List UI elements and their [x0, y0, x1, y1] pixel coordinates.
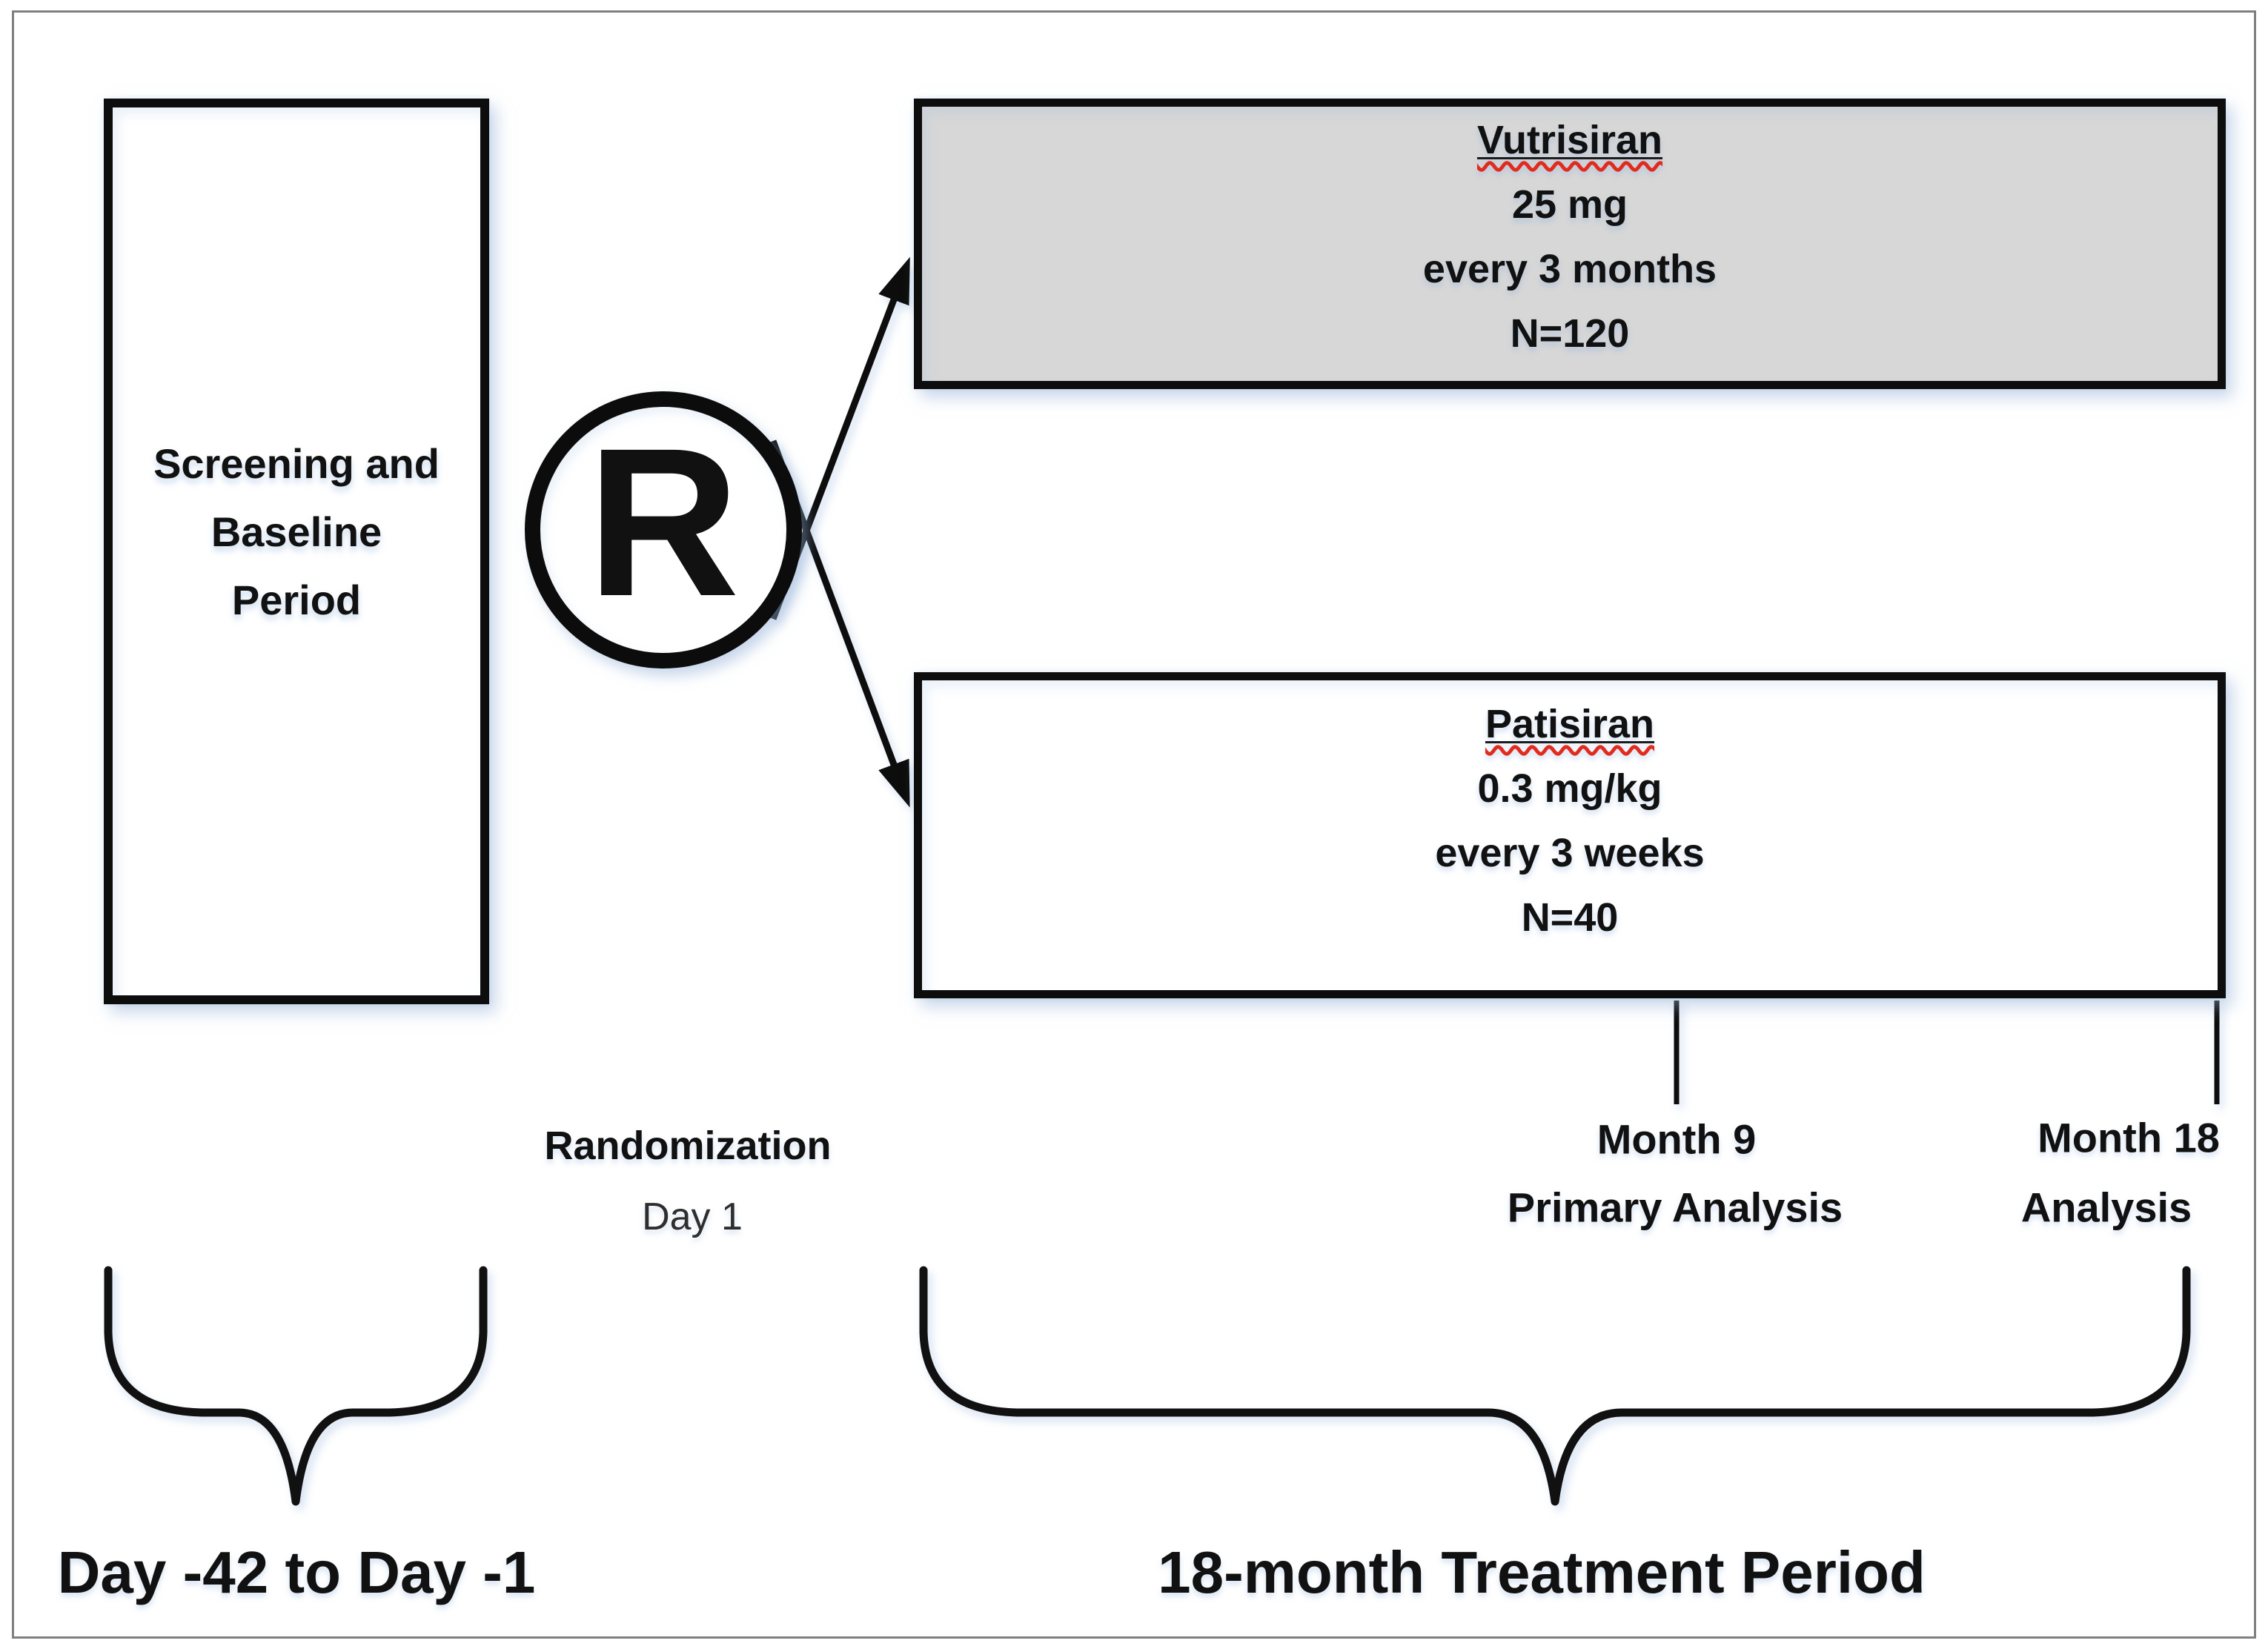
randomization-label: Randomization: [544, 1124, 832, 1168]
patisiran-sample-size: N=40: [1521, 895, 1619, 940]
vutrisiran-schedule: every 3 months: [1422, 247, 1717, 291]
treatment-period-label: 18-month Treatment Period: [1158, 1539, 1926, 1605]
month-18-analysis-label: Analysis: [2020, 1184, 2192, 1231]
screening-period-label: Day -42 to Day -1: [57, 1539, 536, 1605]
vutrisiran-drug-name-text: Vutrisiran: [1476, 118, 1663, 162]
vutrisiran-sample-size: N=120: [1510, 311, 1630, 356]
screening-baseline-label: Screening and Baseline Period: [153, 440, 440, 623]
vutrisiran-arm-box: Vutrisiran 25 mg every 3 months N=120: [914, 99, 2226, 389]
vutrisiran-arm-title: Vutrisiran: [1477, 108, 1662, 173]
randomization-circle: R: [525, 391, 802, 668]
randomization-symbol: R: [587, 404, 740, 640]
month-9-label: Month 9: [1596, 1115, 1757, 1163]
vutrisiran-dose: 25 mg: [1511, 182, 1628, 227]
patisiran-arm-box: Patisiran 0.3 mg/kg every 3 weeks N=40: [914, 672, 2226, 998]
randomization-day-label: Day 1: [642, 1195, 743, 1238]
outer-border: [12, 10, 2256, 1639]
patisiran-drug-name-text: Patisiran: [1485, 702, 1655, 746]
screening-baseline-box: Screening and Baseline Period: [104, 99, 489, 1004]
vutrisiran-drug-name: Vutrisiran: [1477, 118, 1662, 162]
patisiran-arm-title: Patisiran: [1485, 692, 1654, 757]
patisiran-dose: 0.3 mg/kg: [1477, 766, 1662, 811]
patisiran-drug-name: Patisiran: [1485, 702, 1654, 746]
month-9-analysis-label: Primary Analysis: [1507, 1184, 1843, 1231]
patisiran-schedule: every 3 weeks: [1435, 831, 1705, 875]
month-18-label: Month 18: [2037, 1114, 2220, 1161]
